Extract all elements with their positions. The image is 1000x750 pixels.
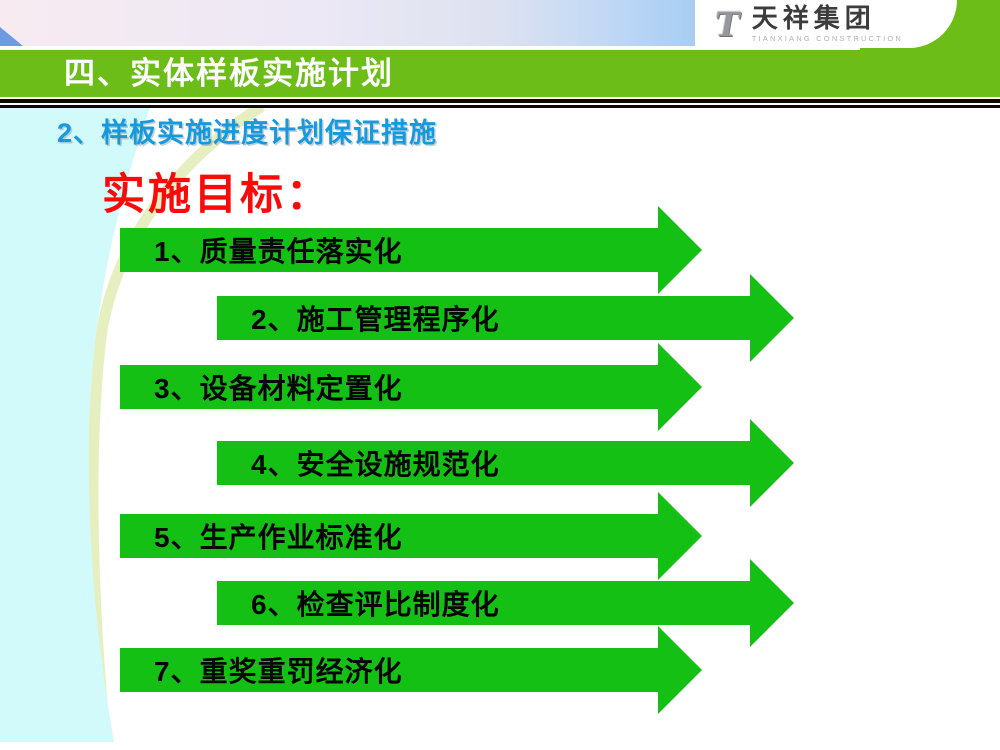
yellow-stripe-decoration — [87, 101, 265, 703]
goal-arrow-label: 4、安全设施规范化 — [217, 441, 750, 485]
goal-arrow-5: 5、生产作业标准化 — [120, 492, 702, 580]
arrow-right-icon — [658, 626, 702, 714]
goal-arrow-label: 3、设备材料定置化 — [120, 365, 658, 409]
goal-arrow-3: 3、设备材料定置化 — [120, 343, 702, 431]
corner-triangle-icon — [0, 27, 23, 46]
cyan-ribbon-decoration — [0, 107, 150, 742]
arrow-right-icon — [658, 206, 702, 294]
arrow-right-icon — [750, 559, 794, 647]
company-logo: T 天祥集团 TIANXIANG CONSTRUCTION — [695, 0, 957, 48]
goal-arrow-4: 4、安全设施规范化 — [217, 419, 794, 507]
slide-subtitle: 2、样板实施进度计划保证措施 — [57, 118, 438, 148]
goal-arrow-label: 2、施工管理程序化 — [217, 296, 750, 340]
goal-heading: 实施目标： — [102, 172, 332, 219]
goal-arrow-1: 1、质量责任落实化 — [120, 206, 702, 294]
goal-arrow-label: 7、重奖重罚经济化 — [120, 648, 658, 692]
goal-arrow-label: 1、质量责任落实化 — [120, 228, 658, 272]
goal-arrow-6: 6、检查评比制度化 — [217, 559, 794, 647]
goal-arrow-label: 6、检查评比制度化 — [217, 581, 750, 625]
arrow-right-icon — [658, 343, 702, 431]
arrow-right-icon — [750, 274, 794, 362]
logo-company-subtitle: TIANXIANG CONSTRUCTION — [751, 33, 904, 43]
logo-text: 天祥集团 TIANXIANG CONSTRUCTION — [752, 5, 903, 42]
goal-arrow-2: 2、施工管理程序化 — [217, 274, 794, 362]
arrow-right-icon — [750, 419, 794, 507]
section-title-banner: 四、实体样板实施计划 — [0, 50, 1000, 97]
gradient-band — [0, 0, 712, 46]
logo-t-icon: T — [711, 3, 744, 45]
logo-company-name: 天祥集团 — [751, 4, 876, 34]
header-top-strip: T 天祥集团 TIANXIANG CONSTRUCTION — [0, 0, 1000, 50]
goal-arrow-7: 7、重奖重罚经济化 — [120, 626, 702, 714]
separator-lines — [0, 97, 1000, 108]
goal-arrow-label: 5、生产作业标准化 — [120, 514, 658, 558]
arrow-right-icon — [658, 492, 702, 580]
